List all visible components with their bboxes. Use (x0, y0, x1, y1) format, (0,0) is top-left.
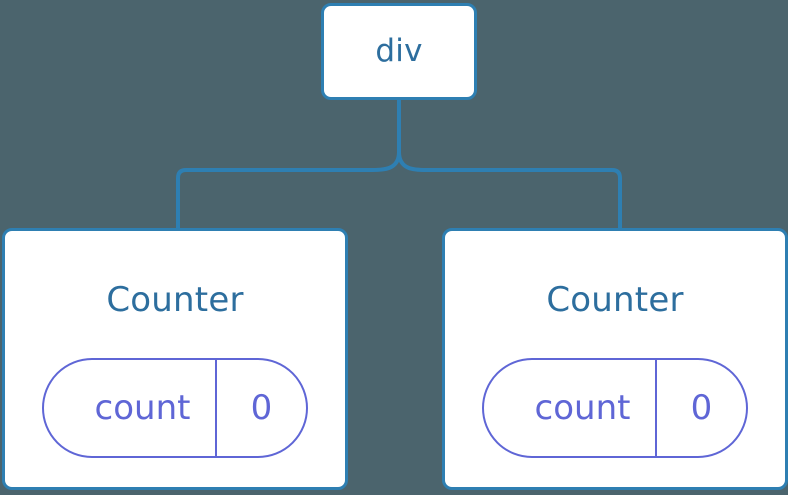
state-key: count (484, 360, 657, 456)
state-value: 0 (250, 388, 273, 428)
state-key: count (44, 360, 217, 456)
connector-to-right-child (397, 150, 622, 230)
node-component-counter-1[interactable]: Counter count 0 (2, 228, 348, 490)
node-component-counter-2[interactable]: Counter count 0 (442, 228, 788, 490)
node-root-div[interactable]: div (321, 3, 477, 100)
node-component-title: Counter (546, 280, 684, 320)
node-component-title: Counter (106, 280, 244, 320)
state-pill[interactable]: count 0 (482, 358, 748, 458)
state-pill[interactable]: count 0 (42, 358, 308, 458)
node-root-label: div (375, 33, 423, 69)
state-value: 0 (690, 388, 713, 428)
connector-to-left-child (176, 150, 401, 230)
